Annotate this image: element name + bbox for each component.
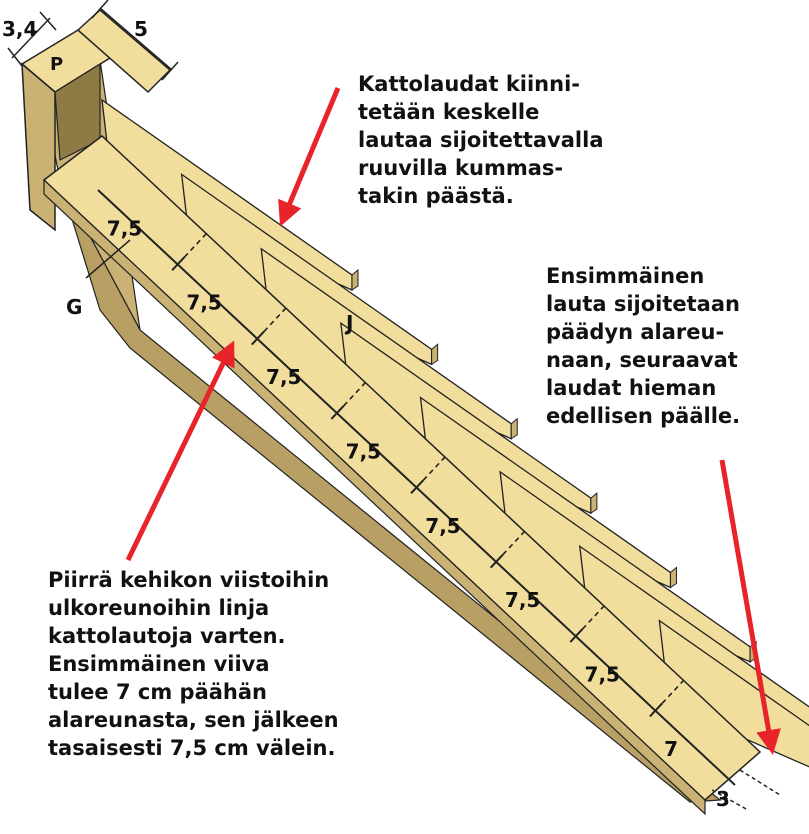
dim-line-3-4 xyxy=(11,17,51,59)
roof-board-edge xyxy=(431,343,439,366)
dim-line-3-4-tick-b xyxy=(39,11,57,31)
spacing-labels: 7,5 7,5 7,5 7,5 7,5 7,5 7,5 7 xyxy=(107,216,678,761)
spacing-label: 7,5 xyxy=(107,216,142,240)
j-label: J xyxy=(344,311,353,335)
frame-front-face xyxy=(43,178,706,816)
note-top: Kattolaudat kiinni- tetään keskelle laut… xyxy=(358,70,604,210)
spacing-label: 7,5 xyxy=(505,588,540,612)
roof-board-edge xyxy=(670,566,677,589)
spacing-ticks xyxy=(171,233,685,718)
note-right: Ensimmäinen lauta sijoitetaan päädyn ala… xyxy=(546,262,740,430)
note-right-line: laudat hieman xyxy=(546,376,717,400)
dim-3-label: 3 xyxy=(716,787,730,811)
note-left-line: kattolautoja varten. xyxy=(48,624,286,648)
note-left-line: tasaisesti 7,5 cm välein. xyxy=(48,736,336,760)
note-right-line: edellisen päälle. xyxy=(546,404,741,428)
tick-mark xyxy=(649,702,663,718)
note-top-line: lautaa sijoitettavalla xyxy=(358,128,604,152)
post-front xyxy=(21,62,56,232)
note-left-line: tulee 7 cm päähän xyxy=(48,680,267,704)
g-label: G xyxy=(66,295,82,319)
spacing-label: 7,5 xyxy=(585,663,620,687)
tick-mark xyxy=(489,553,504,569)
tick-mark xyxy=(251,330,265,346)
g-leader xyxy=(85,239,131,279)
arrow-top-note xyxy=(278,87,341,227)
spacing-label: 7,5 xyxy=(266,365,301,389)
roof-board-edge xyxy=(590,492,598,515)
dim-line-5-tick-b xyxy=(161,61,179,81)
dim-line-5-tick-a xyxy=(91,0,109,19)
note-right-line: Ensimmäinen xyxy=(546,264,705,288)
tick-mark xyxy=(330,405,345,420)
note-top-line: Kattolaudat kiinni- xyxy=(358,72,580,96)
note-top-line: takin päästä. xyxy=(358,184,514,208)
note-right-line: lauta sijoitetaan xyxy=(546,292,740,316)
arrow-right-note xyxy=(719,459,781,755)
tick-mark xyxy=(569,628,584,643)
dim-line-3-4-tick-a xyxy=(7,47,23,67)
note-right-line: päädyn alareu- xyxy=(546,320,725,344)
frame-side-face xyxy=(59,179,722,803)
spacing-label: 7,5 xyxy=(186,291,221,315)
dim-3-4-label: 3,4 xyxy=(2,17,37,41)
dim-line-3-bottom-b xyxy=(739,769,781,796)
dim-line-5 xyxy=(99,7,173,71)
roof-board-edge xyxy=(510,417,518,440)
tick-mark xyxy=(410,479,425,495)
roof-board-edge xyxy=(351,268,359,291)
note-left-line: alareunasta, sen jälkeen xyxy=(48,708,339,732)
note-right-line: naan, seuraavat xyxy=(546,348,738,372)
note-top-line: tetään keskelle xyxy=(358,100,540,124)
dim-5-label: 5 xyxy=(134,17,148,41)
roof-boards xyxy=(101,98,809,768)
spacing-label: 7 xyxy=(664,737,678,761)
note-top-line: ruuvilla kummas- xyxy=(358,156,564,180)
note-left-line: ulkoreunoihin linja xyxy=(48,596,270,620)
post-label: P xyxy=(50,54,63,75)
tick-mark xyxy=(171,256,186,271)
note-left-line: Ensimmäinen viiva xyxy=(48,652,270,676)
spacing-label: 7,5 xyxy=(346,439,381,463)
note-left-line: Piirrä kehikon viistoihin xyxy=(48,568,330,592)
arrow-left-note xyxy=(125,340,235,562)
spacing-label: 7,5 xyxy=(425,514,460,538)
note-left: Piirrä kehikon viistoihin ulkoreunoihin … xyxy=(48,566,339,762)
